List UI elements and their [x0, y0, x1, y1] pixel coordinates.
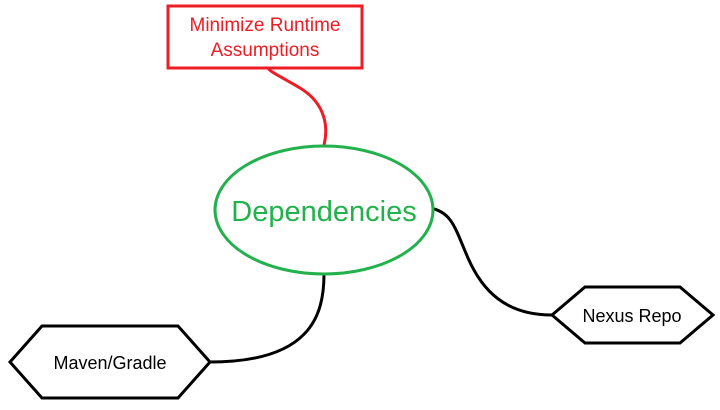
maven-gradle-hexagon [7, 324, 213, 400]
nexus-repo-label: Nexus Repo [582, 306, 681, 326]
maven-gradle-node: Maven/Gradle [7, 324, 213, 400]
connector-to-maven [209, 273, 326, 364]
minimize-runtime-box [166, 4, 364, 70]
central-node: Dependencies [213, 144, 435, 276]
nexus-repo-hexagon [549, 285, 716, 345]
central-node-label: Dependencies [231, 196, 416, 228]
minimize-runtime-label-line-1: Minimize Runtime [190, 15, 341, 36]
minimize-runtime-node: Minimize Runtime Assumptions [166, 4, 364, 70]
minimize-runtime-label-line-2: Assumptions [211, 40, 320, 61]
maven-gradle-label: Maven/Gradle [53, 353, 166, 373]
central-node-ellipse [213, 144, 435, 276]
connector-to-minimize [266, 67, 328, 146]
nexus-repo-node: Nexus Repo [549, 285, 716, 345]
connector-to-nexus [429, 206, 553, 317]
